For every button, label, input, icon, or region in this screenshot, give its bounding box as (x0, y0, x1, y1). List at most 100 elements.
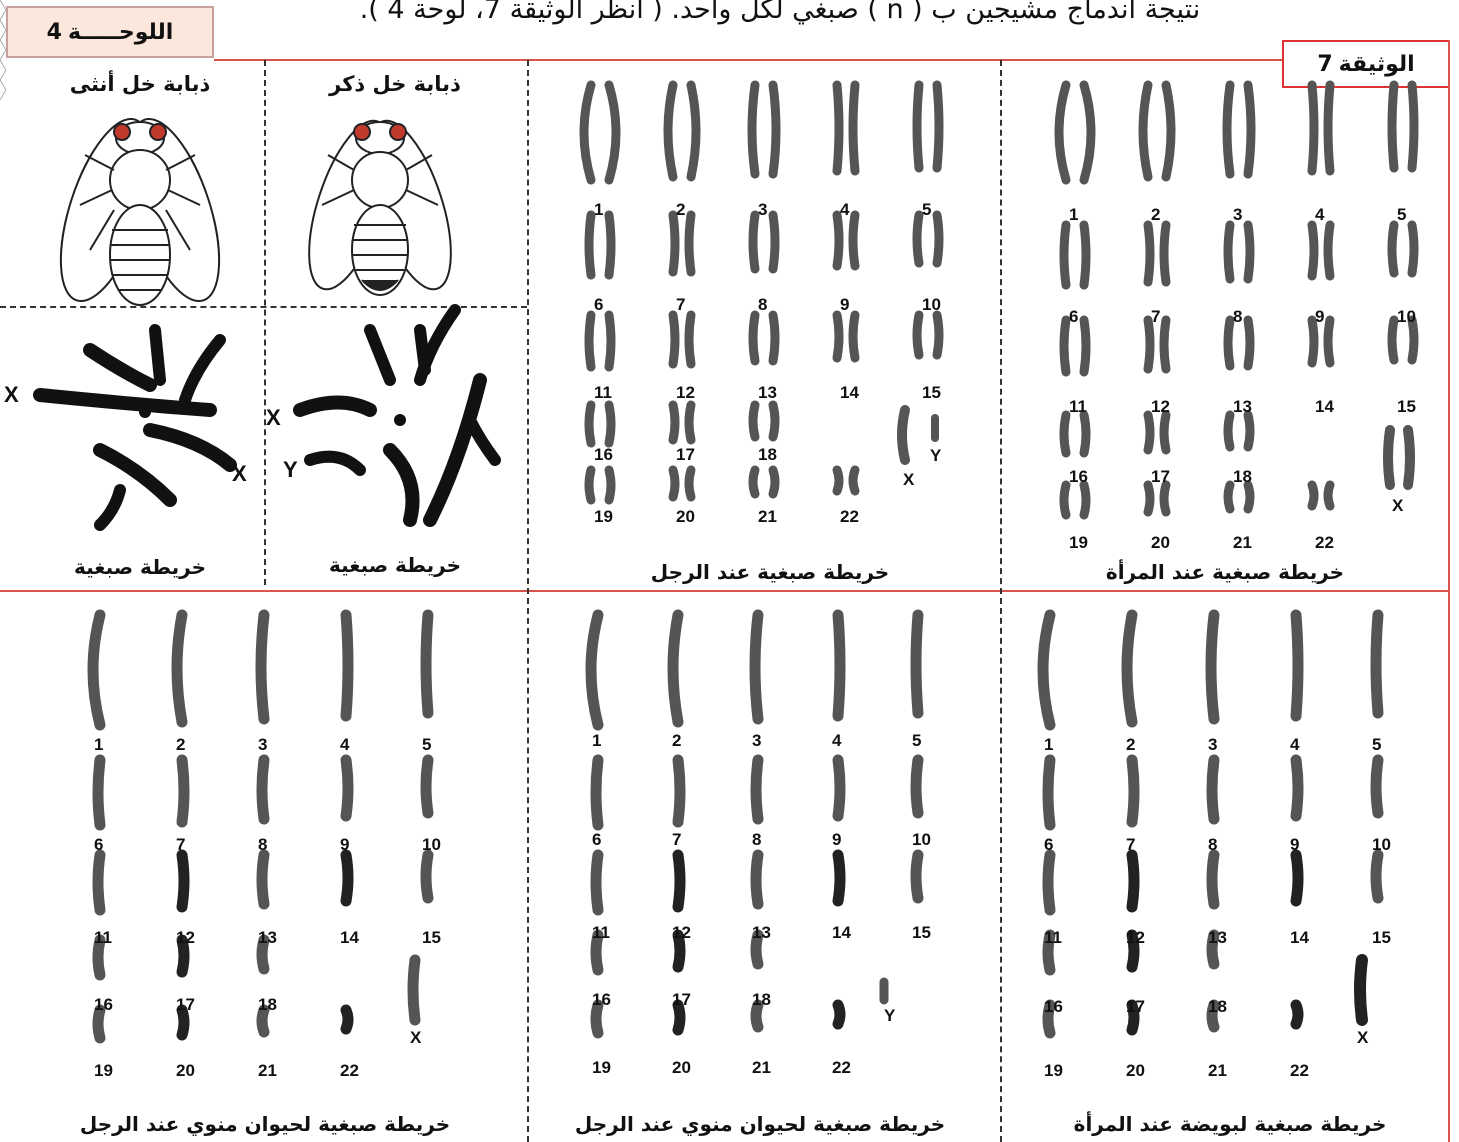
chromosome (1328, 320, 1330, 363)
chromosome (1166, 85, 1171, 177)
chromosome-number: 12 (1151, 397, 1170, 417)
chromosome (853, 215, 855, 266)
chromosome-number: 7 (672, 830, 681, 850)
chromosome-number: 8 (1233, 307, 1242, 327)
chromosome (1296, 1005, 1298, 1024)
chromosome (346, 855, 348, 901)
chromosome-number: 18 (1233, 467, 1252, 487)
chromosome (673, 405, 675, 440)
chromosome-number: 22 (832, 1058, 851, 1078)
chromosome-number: 14 (1315, 397, 1334, 417)
chromosome (902, 410, 905, 460)
chromosome-number: 19 (1069, 533, 1088, 553)
chromosome-number: 7 (1151, 307, 1160, 327)
chromosome-number: 13 (758, 383, 777, 403)
chromosome (838, 855, 840, 901)
chromosome (1212, 760, 1214, 819)
chromosome (596, 855, 598, 910)
chromosome-number: 8 (258, 835, 267, 855)
chromosome-number: 17 (1151, 467, 1170, 487)
chromosome (1084, 485, 1086, 515)
chromosome-number: 12 (672, 923, 691, 943)
document-label: الوثيقة (1339, 52, 1415, 77)
chromosome-number: 8 (758, 295, 767, 315)
chromosome (1248, 85, 1251, 174)
chromosome (937, 315, 939, 355)
chromosome (93, 615, 100, 725)
chromosome-number: X (410, 1028, 421, 1048)
chromosome-number: 3 (258, 735, 267, 755)
chromosome (1412, 225, 1414, 273)
chromosome (691, 85, 696, 177)
chromosome (1143, 85, 1148, 177)
chromosome-number: 11 (594, 383, 612, 403)
female-fly-illustration (42, 109, 237, 312)
chromosome-number: 16 (594, 445, 613, 465)
chromosome (609, 405, 611, 443)
chromosome (917, 85, 919, 168)
chromosome-number: 22 (1315, 533, 1334, 553)
chromosome-number: 16 (1069, 467, 1088, 487)
chromosome (837, 215, 839, 266)
chromosome-number: 19 (94, 1061, 113, 1081)
chromosome-number: 9 (340, 835, 349, 855)
document-number: 7 (1317, 52, 1332, 77)
top-frame-line (214, 59, 1282, 61)
chromosome-number: 10 (912, 830, 931, 850)
chromosome-number: 3 (752, 731, 761, 751)
chromosome-number: 6 (594, 295, 603, 315)
chromosome-number: 5 (1372, 735, 1381, 755)
chromosome (1360, 960, 1362, 1020)
chromosome (1164, 415, 1166, 450)
chromosome (678, 855, 680, 907)
chromosome (689, 405, 691, 440)
chromosome-number: 7 (676, 295, 685, 315)
document-tag: الوثيقة 7 (1282, 40, 1450, 88)
chromosome (609, 470, 611, 500)
chromosome (1248, 320, 1250, 366)
chromosome (1228, 485, 1230, 509)
chromosome-number: 18 (258, 995, 277, 1015)
chromosome-number: Y (884, 1006, 895, 1026)
chromosome (773, 85, 776, 174)
chromosome-number: 9 (1290, 835, 1299, 855)
chromosome (1248, 225, 1250, 279)
chromosome (1388, 430, 1390, 485)
chromosome (1043, 615, 1050, 725)
chromosome (937, 85, 939, 168)
chromosome (1064, 485, 1066, 515)
chromosome (1392, 85, 1394, 168)
chromosome (1164, 485, 1166, 512)
male-fly-chromosome-spread (300, 310, 495, 520)
chromosome (937, 215, 939, 263)
chromosome (673, 615, 678, 722)
chromosome (589, 405, 591, 443)
chromosome (1228, 415, 1230, 447)
chromosome-number: 15 (912, 923, 931, 943)
chromosome (1064, 415, 1066, 453)
chromosome (1376, 615, 1378, 713)
chromosome (426, 760, 428, 813)
chromosome-number: 17 (676, 445, 695, 465)
chromosome-number: 20 (672, 1058, 691, 1078)
chromosome-number: 20 (676, 507, 695, 527)
chromosome (182, 855, 184, 907)
chromosome (773, 470, 775, 494)
chromosome (1228, 225, 1230, 279)
chromosome (609, 315, 611, 367)
chromosome (753, 315, 755, 361)
chromosome (916, 855, 918, 898)
chromosome-number: 14 (832, 923, 851, 943)
page-edge-decoration (0, 0, 8, 1142)
chromosome (589, 470, 591, 500)
chromosome (753, 470, 755, 494)
plate-tag: اللوحـــــة 4 (6, 6, 214, 58)
male-y-label: Y (283, 457, 298, 483)
chromosome (1084, 225, 1086, 285)
chromosome (773, 215, 775, 269)
chromosome (589, 315, 591, 367)
chromosome-number: 4 (1315, 205, 1324, 225)
chromosome-number: 12 (176, 928, 195, 948)
chromosome (917, 315, 919, 355)
chromosome-number: 21 (1208, 1061, 1227, 1081)
